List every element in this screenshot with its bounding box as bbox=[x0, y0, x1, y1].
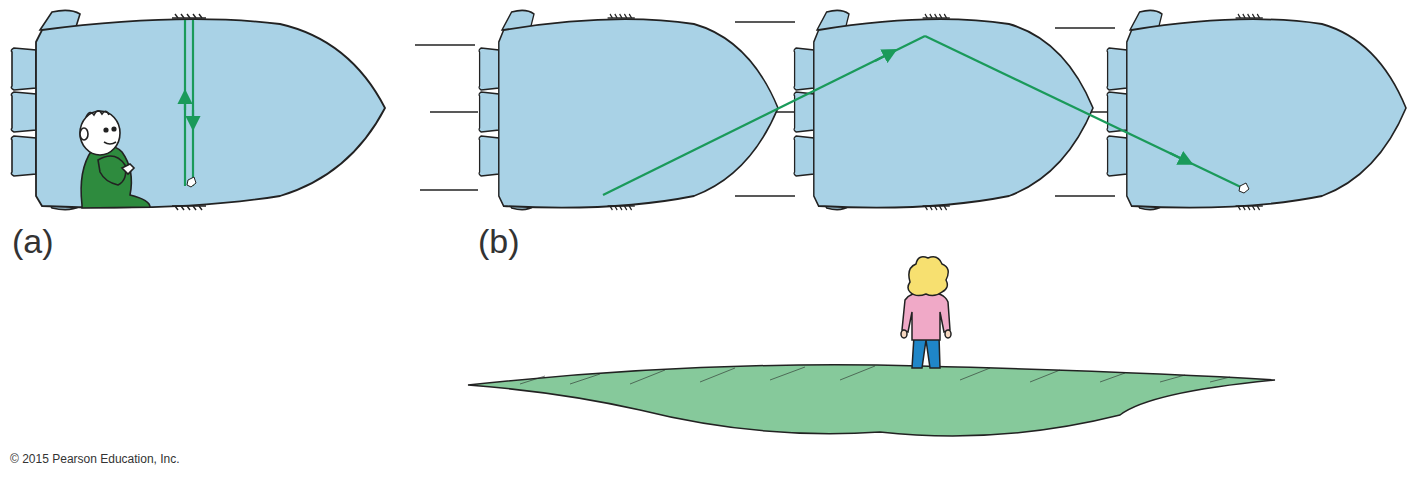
copyright-notice: © 2015 Pearson Education, Inc. bbox=[10, 452, 180, 466]
panel-label: (b) bbox=[478, 222, 520, 261]
panel-label: (a) bbox=[12, 222, 54, 261]
